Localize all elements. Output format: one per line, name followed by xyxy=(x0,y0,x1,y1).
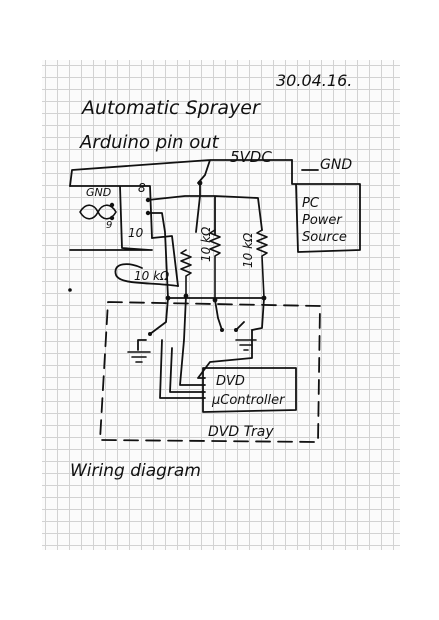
power-source-line1: PC xyxy=(302,196,320,211)
resistor-mid-icon xyxy=(209,229,221,301)
resistor-mid-label: 10 kΩ xyxy=(199,226,213,262)
pin-8-label: 8 xyxy=(138,181,146,195)
resistor-right-label: 10 kΩ xyxy=(241,232,255,268)
ground-label: GND xyxy=(320,157,352,173)
sheet-title: Automatic Sprayer xyxy=(80,97,261,119)
arduino-gnd-label: GND xyxy=(86,186,111,199)
diagram-caption: Wiring diagram xyxy=(70,461,201,481)
pin-10-label: 10 xyxy=(128,226,144,240)
sheet-subtitle: Arduino pin out xyxy=(79,132,220,153)
pin-dot-9 xyxy=(109,215,115,221)
resistor-left-icon xyxy=(180,249,192,297)
resistor-network xyxy=(114,180,268,303)
dvd-tray-label: DVD Tray xyxy=(208,424,274,440)
controller-box xyxy=(202,367,297,413)
power-source-line3: Source xyxy=(302,230,347,245)
controller-line1: DVD xyxy=(216,374,245,389)
ground-symbol-right-icon xyxy=(235,339,257,351)
dvd-tray-outline xyxy=(99,301,321,443)
date-label: 30.04.16. xyxy=(276,71,352,90)
ground-symbol-left-icon xyxy=(127,351,151,363)
arduino-logo-icon xyxy=(79,204,117,220)
controller-line2: μController xyxy=(211,393,286,408)
resistor-left-label: 10 kΩ xyxy=(134,269,170,283)
power-source-line2: Power xyxy=(302,213,343,228)
stray-ink-dot xyxy=(68,288,72,292)
tray-switches xyxy=(127,295,265,399)
supply-rail xyxy=(69,159,361,253)
pin-dot-gnd xyxy=(109,202,115,208)
resistor-right-icon xyxy=(256,229,268,299)
pin-9-label: 9 xyxy=(106,220,112,231)
supply-label: 5VDC xyxy=(230,148,272,166)
